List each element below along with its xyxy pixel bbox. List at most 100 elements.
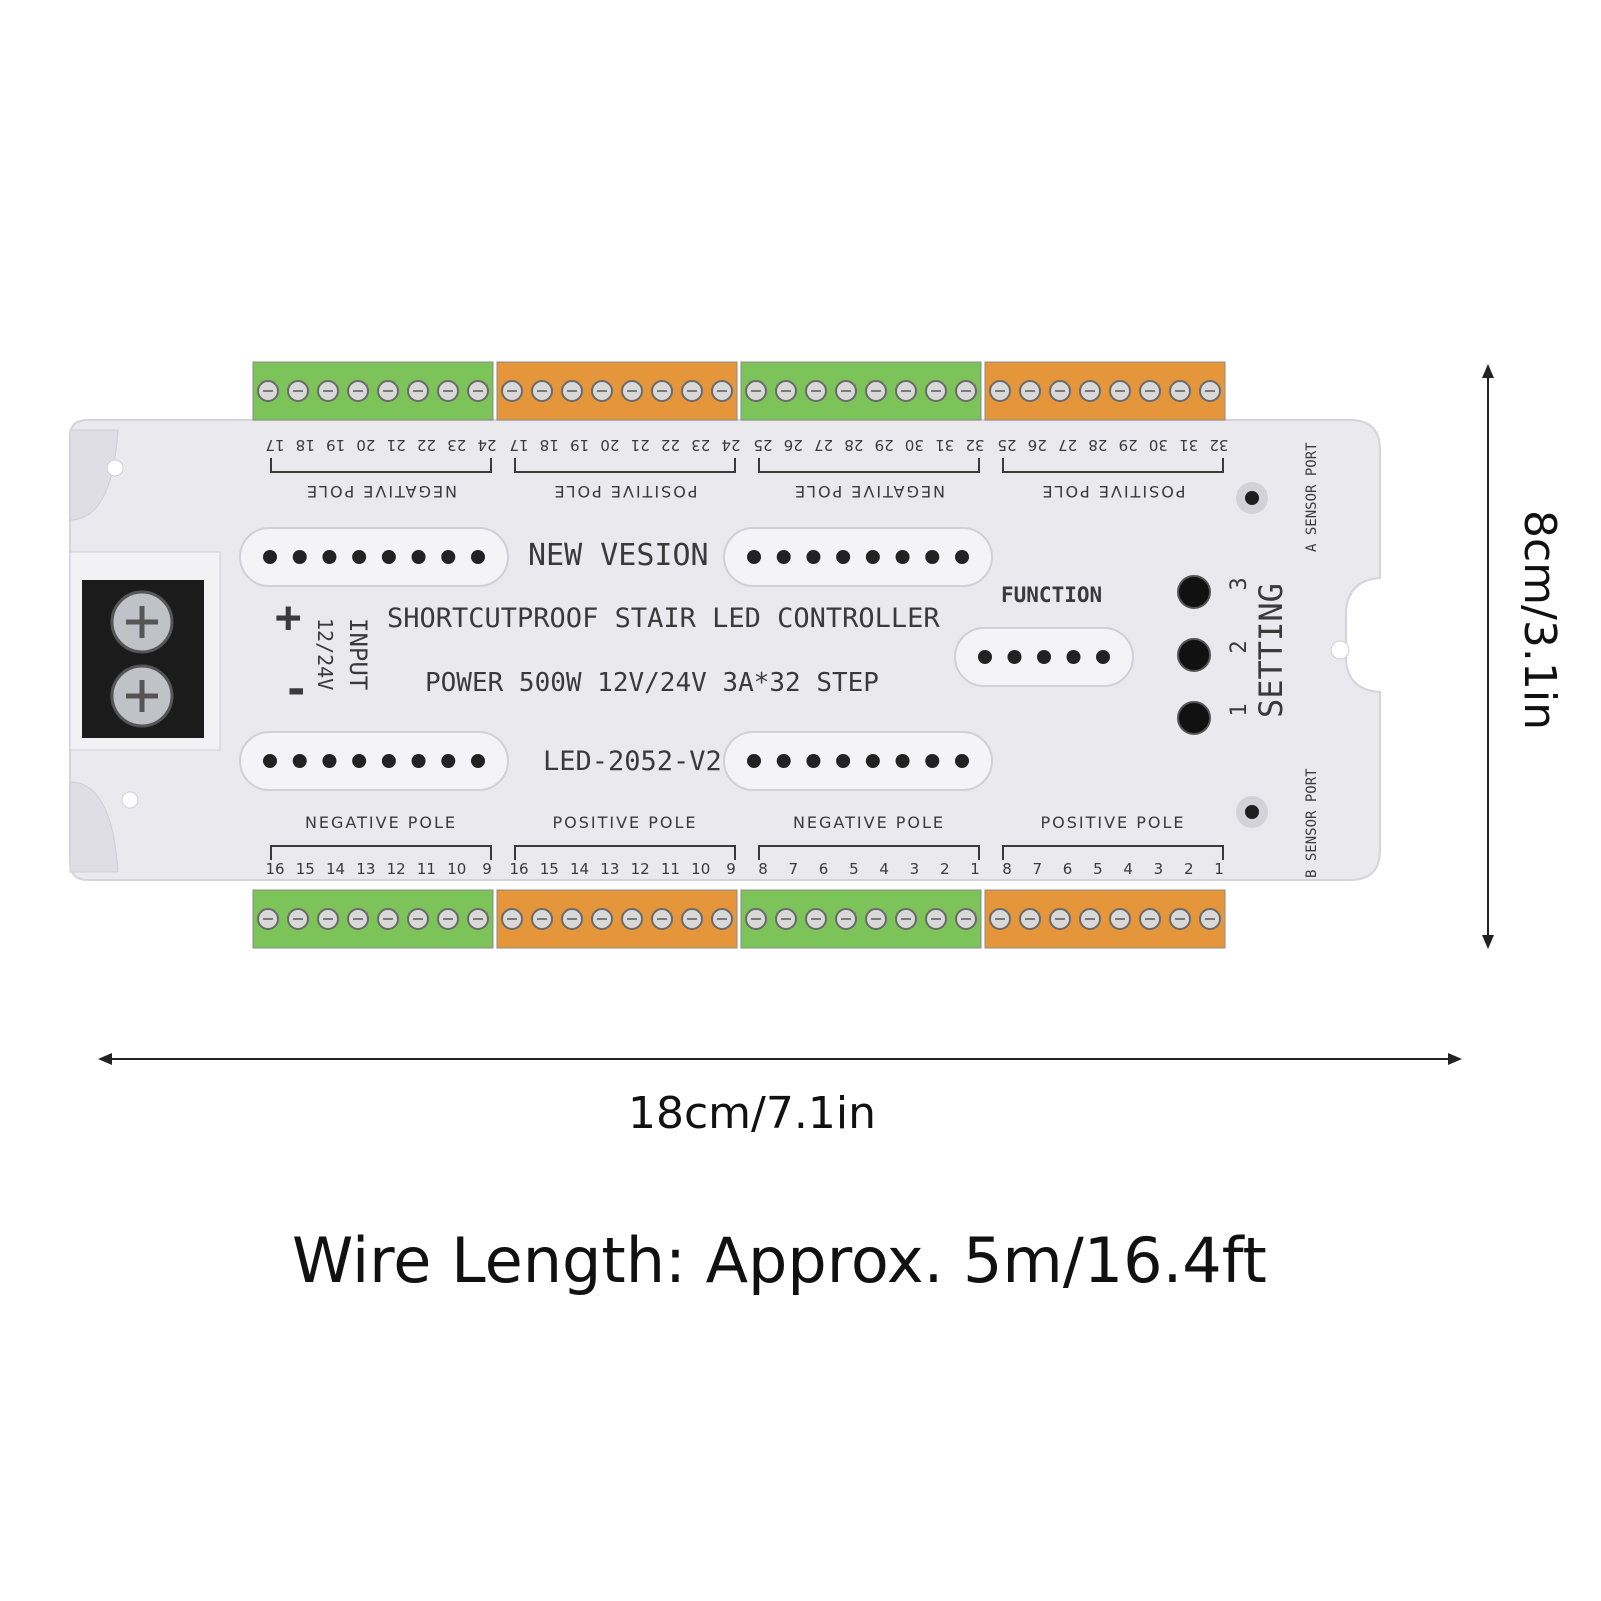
connector-pin[interactable] xyxy=(381,550,396,564)
setting-button-cap[interactable] xyxy=(1177,575,1211,609)
connector-pin[interactable] xyxy=(955,550,969,564)
connector-pin[interactable] xyxy=(1066,650,1081,664)
sensor-b-label: B SENSOR PORT xyxy=(1304,768,1320,878)
bottom-terminal-number: 10 xyxy=(691,860,710,878)
connector-pin[interactable] xyxy=(441,754,456,768)
setting-button-cap[interactable] xyxy=(1177,638,1211,672)
top-terminal-number: 20 xyxy=(600,436,619,454)
connector-pin[interactable] xyxy=(955,754,969,768)
setting-button-1[interactable]: 1 xyxy=(1177,701,1252,735)
setting-button-number: 2 xyxy=(1227,640,1252,653)
top-terminal-number: 18 xyxy=(296,436,315,454)
connector-pin[interactable] xyxy=(865,754,880,768)
bottom-terminal-number: 16 xyxy=(265,860,284,878)
bottom-terminal-blocks xyxy=(252,889,1226,949)
top-terminal-number: 32 xyxy=(1209,436,1228,454)
connector-pin[interactable] xyxy=(747,754,761,768)
connector-pin[interactable] xyxy=(925,754,940,768)
bottom-terminal-number: 4 xyxy=(1123,860,1133,878)
connector-pin[interactable] xyxy=(411,754,426,768)
bottom-pole-label: POSITIVE POLE xyxy=(1040,813,1185,832)
top-terminal-number: 26 xyxy=(1028,436,1047,454)
connector-pin[interactable] xyxy=(978,650,992,664)
function-label: FUNCTION xyxy=(1001,583,1102,607)
mount-hole-right xyxy=(1330,640,1350,660)
top-terminal-block-1 xyxy=(252,361,494,421)
bottom-pole-bracket xyxy=(758,845,980,860)
bottom-terminal-number: 8 xyxy=(758,860,768,878)
connector-pin[interactable] xyxy=(925,550,940,564)
connector-pin[interactable] xyxy=(441,550,456,564)
connector-pin[interactable] xyxy=(352,550,367,564)
bottom-pole-label: NEGATIVE POLE xyxy=(793,813,945,832)
sensor-port-b[interactable] xyxy=(1236,796,1268,828)
top-terminal-number: 19 xyxy=(570,436,589,454)
bottom-terminal-number: 9 xyxy=(482,860,492,878)
top-terminal-number: 27 xyxy=(1058,436,1077,454)
connector-pin[interactable] xyxy=(352,754,367,768)
setting-button-cap[interactable] xyxy=(1177,701,1211,735)
connector-pin[interactable] xyxy=(471,754,485,768)
connector-pin[interactable] xyxy=(263,550,277,564)
top-terminal-number: 30 xyxy=(905,436,924,454)
connector-pin[interactable] xyxy=(895,550,910,564)
bottom-terminal-number: 5 xyxy=(849,860,859,878)
connector-pin[interactable] xyxy=(471,550,485,564)
connector-pin[interactable] xyxy=(263,754,277,768)
top-terminal-number: 23 xyxy=(691,436,710,454)
connector-pin[interactable] xyxy=(381,754,396,768)
connector-pin[interactable] xyxy=(292,754,307,768)
connector-pin[interactable] xyxy=(806,754,821,768)
top-terminal-number: 28 xyxy=(1088,436,1107,454)
connector-pin[interactable] xyxy=(776,550,791,564)
bottom-terminal-block-1 xyxy=(252,889,494,949)
bottom-terminal-number: 11 xyxy=(661,860,680,878)
connector-pin[interactable] xyxy=(836,754,851,768)
top-pole-label: POSITIVE POLE xyxy=(1040,482,1185,501)
controller-title: SHORTCUTPROOF STAIR LED CONTROLLER xyxy=(387,603,940,634)
bottom-terminal-number: 16 xyxy=(509,860,528,878)
minus-label: - xyxy=(283,664,310,715)
setting-label: SETTING xyxy=(1252,583,1290,718)
top-terminal-number: 30 xyxy=(1149,436,1168,454)
sensor-port-a[interactable] xyxy=(1236,482,1268,514)
top-terminal-number: 19 xyxy=(326,436,345,454)
connector-pin[interactable] xyxy=(292,550,307,564)
connector-pin[interactable] xyxy=(1037,650,1051,664)
top-pole-bracket xyxy=(270,458,492,473)
bottom-terminal-number: 2 xyxy=(1184,860,1194,878)
top-terminal-number: 22 xyxy=(417,436,436,454)
input-label: INPUT xyxy=(344,618,372,690)
connector-pin[interactable] xyxy=(776,754,791,768)
connector-pin[interactable] xyxy=(865,550,880,564)
top-terminal-block-4 xyxy=(984,361,1226,421)
top-terminal-number: 18 xyxy=(540,436,559,454)
connector-pill-3 xyxy=(239,731,509,791)
setting-button-2[interactable]: 2 xyxy=(1177,638,1252,672)
connector-pin[interactable] xyxy=(895,754,910,768)
connector-pin[interactable] xyxy=(411,550,426,564)
connector-pin[interactable] xyxy=(322,550,337,564)
connector-pin[interactable] xyxy=(836,550,851,564)
top-pole-bracket xyxy=(758,458,980,473)
bottom-terminal-number: 9 xyxy=(726,860,736,878)
setting-button-3[interactable]: 3 xyxy=(1177,575,1252,609)
width-label: 18cm/7.1in xyxy=(628,1088,876,1139)
sensor-a-label: A SENSOR PORT xyxy=(1304,442,1320,552)
connector-pin[interactable] xyxy=(1007,650,1022,664)
bottom-terminal-number: 7 xyxy=(789,860,799,878)
connector-pin[interactable] xyxy=(806,550,821,564)
top-terminal-number: 32 xyxy=(965,436,984,454)
connector-pin[interactable] xyxy=(322,754,337,768)
new-version-label: NEW VESION xyxy=(528,538,709,573)
bottom-terminal-number: 4 xyxy=(879,860,889,878)
top-terminal-number: 27 xyxy=(814,436,833,454)
top-terminal-number: 24 xyxy=(477,436,496,454)
connector-pin[interactable] xyxy=(1096,650,1110,664)
setting-button-number: 3 xyxy=(1227,577,1252,590)
top-terminal-number: 25 xyxy=(997,436,1016,454)
connector-pin[interactable] xyxy=(747,550,761,564)
bottom-terminal-number: 8 xyxy=(1002,860,1012,878)
